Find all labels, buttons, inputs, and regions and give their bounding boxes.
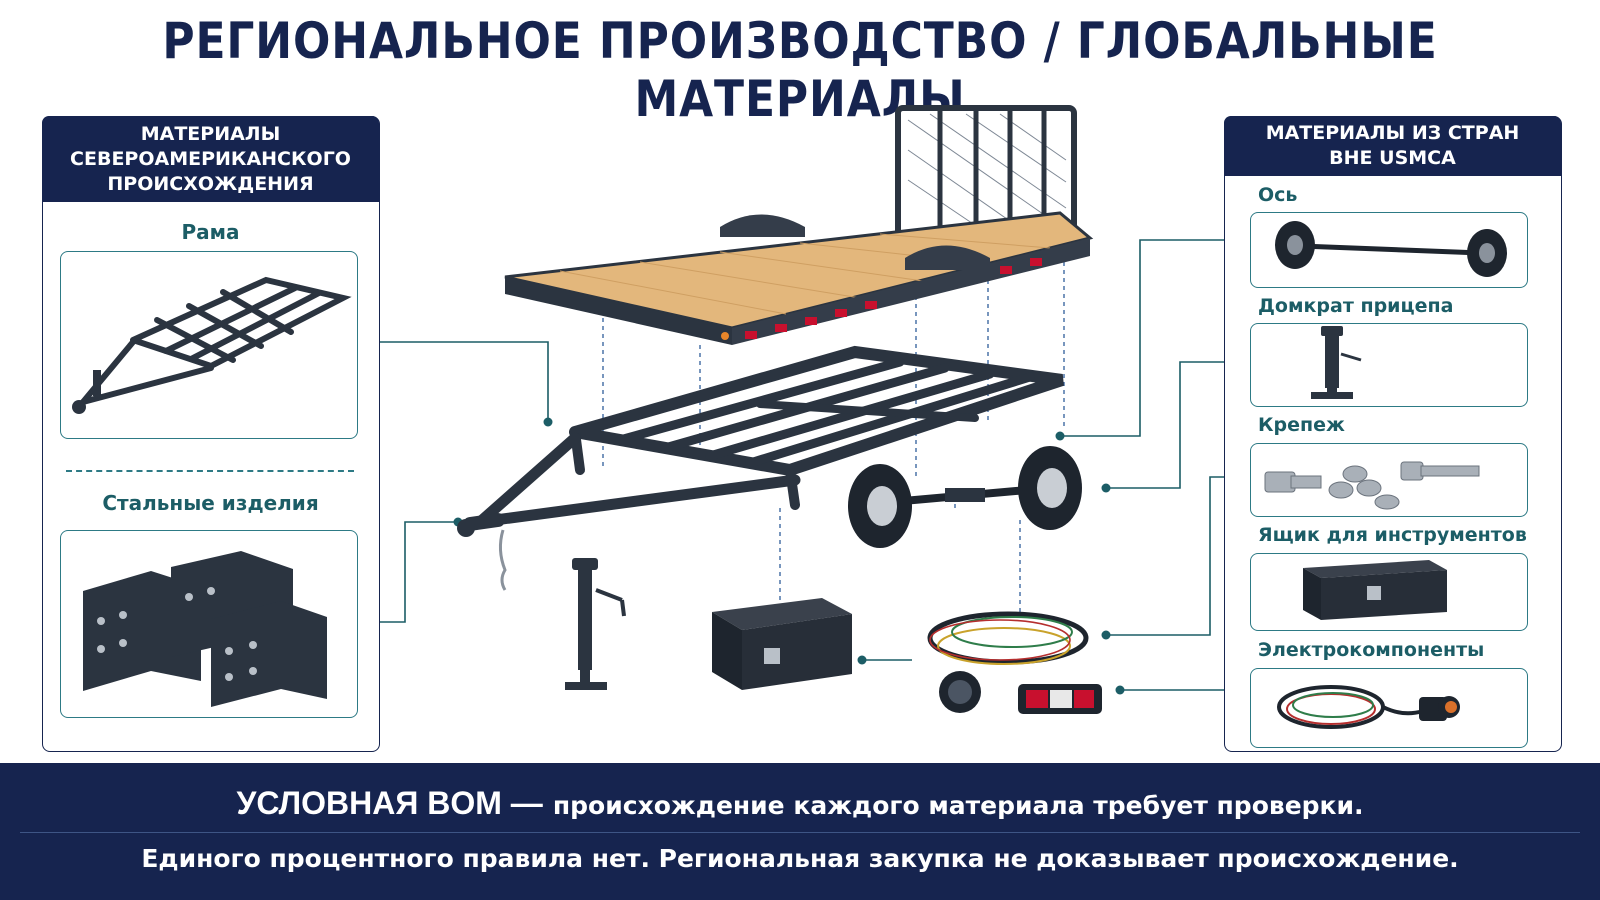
right-heading-line-2: ВНЕ USMCA	[1329, 147, 1456, 169]
axle-icon	[1275, 221, 1507, 277]
toolbox	[712, 598, 852, 690]
left-panel-heading: МАТЕРИАЛЫ СЕВЕРОАМЕРИКАНСКОГО ПРОИСХОЖДЕ…	[42, 116, 379, 202]
steel-products-label: Стальные изделия	[102, 491, 319, 515]
wiring-harness	[927, 611, 1089, 665]
jack-card	[1250, 323, 1528, 407]
right-panel-heading: МАТЕРИАЛЫ ИЗ СТРАН ВНЕ USMCA	[1224, 116, 1561, 176]
frame-card	[60, 251, 358, 439]
page-title: РЕГИОНАЛЬНОЕ ПРОИЗВОДСТВО / ГЛОБАЛЬНЫЕ М…	[162, 12, 1438, 128]
trailer-deck	[504, 211, 1094, 345]
wiring-icon	[1277, 685, 1460, 729]
frame-icon	[72, 276, 352, 414]
tail-light	[1018, 684, 1102, 714]
jack-label: Домкрат прицепа	[1258, 295, 1454, 317]
left-heading-line-2: СЕВЕРОАМЕРИКАНСКОГО	[70, 147, 351, 170]
safety-chain	[498, 529, 507, 591]
trailer-jack	[565, 558, 626, 690]
connector-lines	[356, 239, 1232, 691]
toolbox-icon	[1303, 560, 1447, 620]
jack-icon	[1311, 326, 1362, 399]
fasteners-icon	[1264, 461, 1480, 510]
trailer-frame	[463, 345, 1064, 531]
toolbox-card	[1250, 553, 1528, 631]
banner-divider	[20, 832, 1580, 833]
axle-card	[1250, 212, 1528, 288]
electrical-label: Электрокомпоненты	[1258, 639, 1485, 661]
left-heading-line-1: МАТЕРИАЛЫ	[140, 122, 281, 145]
reflector-strip	[745, 258, 1042, 339]
connector-dots	[453, 417, 1125, 695]
banner-rest: происхождение каждого материала требует …	[552, 791, 1364, 820]
banner-lead: УСЛОВНАЯ BOM —	[236, 785, 543, 821]
electrical-card	[1250, 668, 1528, 748]
bottom-banner: УСЛОВНАЯ BOM — происхождение каждого мат…	[0, 763, 1600, 900]
frame-label: Рама	[181, 220, 240, 244]
fasteners-label: Крепеж	[1258, 414, 1345, 436]
left-heading-line-3: ПРОИСХОЖДЕНИЯ	[107, 172, 314, 195]
banner-line-1: УСЛОВНАЯ BOM — происхождение каждого мат…	[0, 785, 1600, 822]
axle-assembly	[848, 446, 1082, 548]
steel-brackets-icon	[83, 551, 327, 707]
steel-products-card	[60, 530, 358, 718]
right-heading-line-1: МАТЕРИАЛЫ ИЗ СТРАН	[1265, 122, 1520, 144]
left-divider	[66, 470, 354, 472]
fasteners-card	[1250, 443, 1528, 517]
axle-label: Ось	[1258, 184, 1298, 206]
toolbox-label: Ящик для инструментов	[1258, 524, 1527, 546]
alignment-dashes	[602, 262, 1065, 615]
banner-line-2: Единого процентного правила нет. Региона…	[141, 844, 1459, 873]
